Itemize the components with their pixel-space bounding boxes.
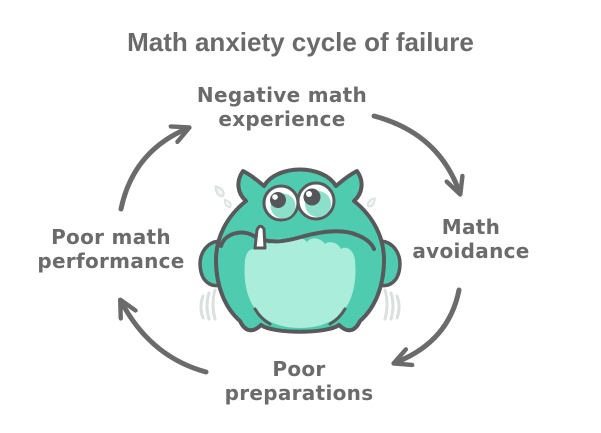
cycle-label-line: experience bbox=[218, 107, 346, 131]
cycle-label-line: performance bbox=[37, 249, 185, 273]
arrow-experience-to-avoidance bbox=[371, 113, 459, 191]
monster-belly bbox=[244, 237, 356, 328]
cycle-label-line: avoidance bbox=[412, 239, 530, 263]
sweat-drops-icon bbox=[214, 185, 376, 209]
page-title: Math anxiety cycle of failure bbox=[127, 27, 474, 57]
arrow-preparations-to-performance bbox=[122, 303, 209, 375]
cycle-label-math-avoidance: Math avoidance bbox=[412, 215, 529, 263]
monster-mouth bbox=[219, 229, 376, 251]
cycle-label-line: Negative math bbox=[196, 83, 368, 107]
cycle-label-negative-math-experience: Negative math experience bbox=[197, 83, 367, 131]
tremble-lines-icon bbox=[199, 288, 401, 321]
cycle-label-poor-preparations: Poor preparations bbox=[225, 357, 374, 405]
arrow-performance-to-experience bbox=[118, 129, 186, 212]
arrow-avoidance-to-preparations bbox=[397, 287, 462, 362]
cycle-label-line: Poor math bbox=[51, 225, 171, 249]
cycle-label-line: preparations bbox=[224, 381, 374, 405]
anxious-monster-mascot bbox=[198, 167, 402, 334]
cycle-label-poor-math-performance: Poor math performance bbox=[37, 225, 184, 273]
foot-creases bbox=[253, 307, 347, 326]
monster-eyes bbox=[262, 181, 336, 222]
cycle-label-line: Poor bbox=[272, 357, 326, 381]
monster-tooth bbox=[253, 224, 267, 250]
cycle-label-line: Math bbox=[441, 215, 501, 239]
